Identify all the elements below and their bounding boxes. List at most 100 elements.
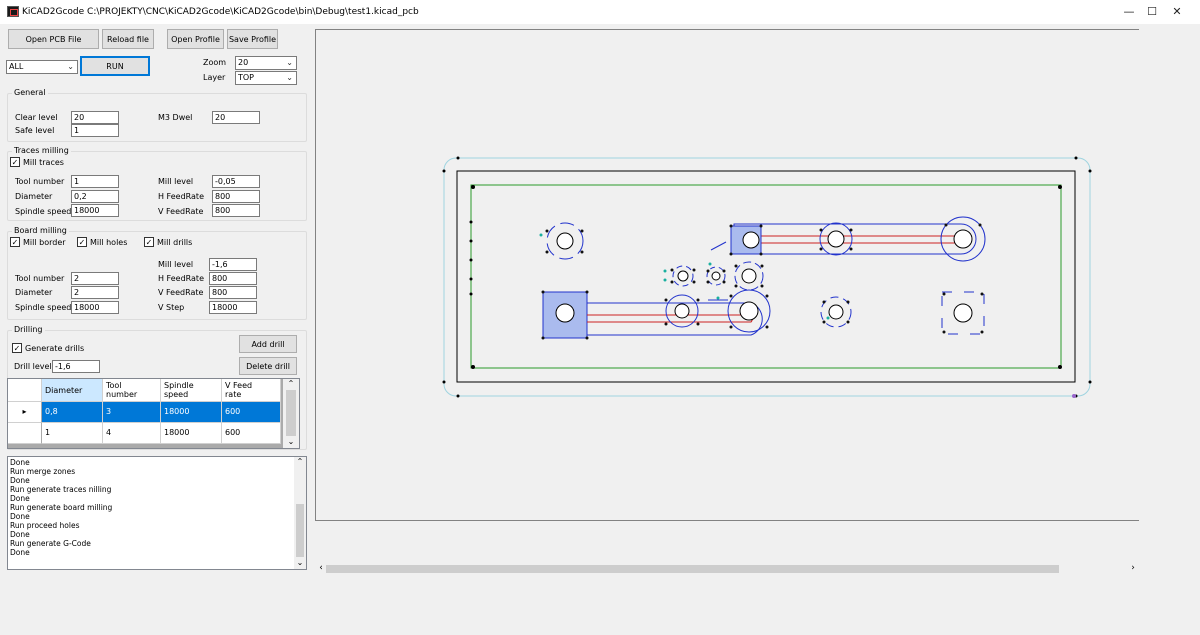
trace-spindle-input[interactable]: 18000 — [71, 204, 119, 217]
layer-select[interactable]: TOP ⌄ — [235, 71, 297, 85]
chevron-down-icon: ⌄ — [286, 58, 293, 67]
window-title: KiCAD2Gcode C:\PROJEKTY\CNC\KiCAD2Gcode\… — [22, 7, 419, 17]
grid-scroll-thumb[interactable] — [286, 390, 296, 436]
log-line: Done — [10, 494, 30, 503]
table-cell[interactable]: 600 — [222, 423, 281, 444]
scroll-left-icon[interactable]: ‹ — [319, 563, 323, 573]
close-button[interactable]: ✕ — [1172, 5, 1182, 18]
add-drill-button[interactable]: Add drill — [239, 335, 297, 353]
log-line: Done — [10, 458, 30, 467]
run-button[interactable]: RUN — [80, 56, 150, 76]
trace-v-feed-input[interactable]: 800 — [212, 204, 260, 217]
generate-drills-label: Generate drills — [25, 344, 85, 353]
mode-select-value: ALL — [9, 62, 24, 71]
pcb-canvas[interactable] — [315, 29, 1139, 521]
table-cell[interactable]: 0,8 — [42, 402, 103, 423]
mill-drills-checkbox[interactable]: ✓ — [144, 237, 154, 247]
trace-diameter-input[interactable]: 0,2 — [71, 190, 119, 203]
log-scrollbar[interactable]: ⌃ ⌄ — [294, 457, 306, 569]
mill-drills-label: Mill drills — [157, 238, 193, 247]
board-h-feed-input[interactable]: 800 — [209, 272, 257, 285]
column-header-spindle-speed[interactable]: Spindle speed — [161, 379, 222, 402]
column-header-diameter[interactable]: Diameter — [42, 379, 103, 402]
table-cell[interactable]: 3 — [103, 402, 161, 423]
table-cell[interactable]: 18000 — [161, 402, 222, 423]
mode-select[interactable]: ALL ⌄ — [6, 60, 78, 74]
mill-border-checkbox[interactable]: ✓ — [10, 237, 20, 247]
open-profile-button[interactable]: Open Profile — [167, 29, 224, 49]
m3-dwel-input[interactable]: 20 — [212, 111, 260, 124]
mill-traces-checkbox[interactable]: ✓ — [10, 157, 20, 167]
scroll-down-icon[interactable]: ⌄ — [296, 558, 304, 567]
drill-grid[interactable]: Diameter Tool number Spindle speed V Fee… — [7, 378, 300, 449]
log-line: Run generate G-Code — [10, 539, 91, 548]
canvas-scroll-thumb[interactable] — [326, 565, 1059, 573]
table-cell[interactable]: 1 — [42, 423, 103, 444]
layer-select-value: TOP — [238, 73, 255, 82]
outline-path — [443, 157, 1091, 397]
trace-h-feed-input[interactable]: 800 — [212, 190, 260, 203]
table-cell[interactable]: 18000 — [161, 423, 222, 444]
zoom-select[interactable]: 20 ⌄ — [235, 56, 297, 70]
log-line: Run merge zones — [10, 467, 76, 476]
table-cell[interactable]: 4 — [103, 423, 161, 444]
delete-drill-button[interactable]: Delete drill — [239, 357, 297, 375]
board-spindle-label: Spindle speed — [15, 303, 72, 312]
save-profile-button[interactable]: Save Profile — [227, 29, 278, 49]
board-v-step-input[interactable]: 18000 — [209, 301, 257, 314]
scroll-up-icon[interactable]: ⌃ — [296, 457, 304, 466]
board-v-feed-input[interactable]: 800 — [209, 286, 257, 299]
canvas-horizontal-scrollbar[interactable]: ‹ › — [315, 563, 1139, 575]
log-line: Done — [10, 476, 30, 485]
zoom-select-value: 20 — [238, 58, 249, 67]
drill-level-input[interactable]: -1,6 — [52, 360, 100, 373]
scroll-down-icon[interactable]: ⌄ — [287, 437, 295, 446]
column-header-v-feed-rate[interactable]: V Feed rate — [222, 379, 281, 402]
board-mill-level-input[interactable]: -1,6 — [209, 258, 257, 271]
minimize-button[interactable]: — — [1123, 5, 1135, 18]
column-header-tool-number[interactable]: Tool number — [103, 379, 161, 402]
row-selector[interactable]: ▸ — [8, 402, 42, 423]
zoom-label: Zoom — [203, 58, 227, 67]
board-v-feed-label: V FeedRate — [158, 288, 204, 297]
board-h-feed-label: H FeedRate — [158, 274, 204, 283]
trace-mill-level-label: Mill level — [158, 177, 194, 186]
drilling-group-title: Drilling — [12, 325, 45, 334]
via-markers — [539, 233, 830, 320]
scroll-right-icon[interactable]: › — [1131, 563, 1135, 573]
grid-scrollbar[interactable]: ⌃ ⌄ — [283, 379, 299, 448]
trace-h-feed-label: H FeedRate — [158, 192, 204, 201]
log-line: Run proceed holes — [10, 521, 80, 530]
log-line: Done — [10, 530, 30, 539]
clear-level-input[interactable]: 20 — [71, 111, 119, 124]
corner-markers — [442, 156, 1092, 398]
mill-holes-checkbox[interactable]: ✓ — [77, 237, 87, 247]
mill-holes-label: Mill holes — [90, 238, 128, 247]
general-group-title: General — [12, 88, 48, 97]
log-line: Done — [10, 548, 30, 557]
generate-drills-checkbox[interactable]: ✓ — [12, 343, 22, 353]
trace-v-feed-label: V FeedRate — [158, 207, 204, 216]
maximize-button[interactable]: ☐ — [1147, 5, 1157, 18]
pad-group — [546, 222, 985, 335]
trace-upper — [730, 216, 986, 262]
open-pcb-button[interactable]: Open PCB File — [8, 29, 99, 49]
scroll-up-icon[interactable]: ⌃ — [287, 379, 295, 388]
row-selector[interactable] — [8, 423, 42, 444]
log-line: Run generate board milling — [10, 503, 113, 512]
table-cell[interactable]: 600 — [222, 402, 281, 423]
trace-tool-number-input[interactable]: 1 — [71, 175, 119, 188]
traces-group — [7, 151, 307, 221]
trace-mill-level-input[interactable]: -0,05 — [212, 175, 260, 188]
board-tool-number-input[interactable]: 2 — [71, 272, 119, 285]
reload-file-button[interactable]: Reload file — [102, 29, 154, 49]
board-milling-path — [470, 184, 1062, 369]
safe-level-input[interactable]: 1 — [71, 124, 119, 137]
clear-level-label: Clear level — [15, 113, 58, 122]
board-diameter-input[interactable]: 2 — [71, 286, 119, 299]
mill-traces-label: Mill traces — [23, 158, 64, 167]
log-scroll-thumb[interactable] — [296, 504, 304, 557]
board-spindle-input[interactable]: 18000 — [71, 301, 119, 314]
